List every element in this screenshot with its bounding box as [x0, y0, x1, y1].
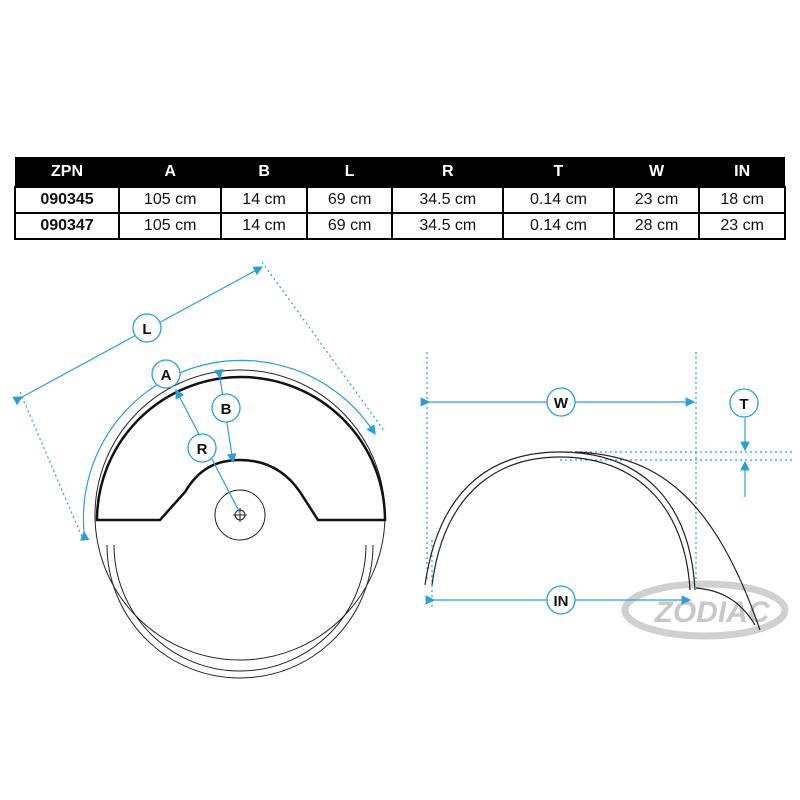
col-b: B	[221, 157, 307, 187]
label-r: R	[187, 433, 217, 463]
label-b: B	[211, 393, 241, 423]
cell: 69 cm	[305, 186, 394, 214]
cell: 18 cm	[698, 186, 786, 214]
cell: 34.5 cm	[391, 212, 505, 240]
svg-text:A: A	[161, 367, 172, 384]
dimension-labels: L A B R W T IN	[132, 313, 759, 615]
svg-text:L: L	[142, 321, 151, 338]
cell: 0.14 cm	[502, 186, 615, 214]
label-w: W	[546, 387, 576, 417]
label-in: IN	[546, 585, 576, 615]
cell: 105 cm	[118, 212, 223, 240]
cell: 14 cm	[220, 212, 308, 240]
label-a: A	[151, 359, 181, 389]
col-zpn: ZPN	[15, 157, 120, 187]
cell: 34.5 cm	[391, 186, 505, 214]
svg-text:W: W	[554, 395, 569, 412]
fender-profile	[424, 451, 761, 631]
col-in: IN	[699, 157, 785, 187]
col-w: W	[613, 157, 700, 187]
svg-text:B: B	[221, 401, 232, 418]
col-l: L	[306, 157, 393, 187]
cell: 090347	[13, 212, 121, 240]
cell: 0.14 cm	[502, 212, 615, 240]
cell: 23 cm	[698, 212, 786, 240]
col-r: R	[392, 157, 504, 187]
cell: 69 cm	[305, 212, 394, 240]
label-l: L	[132, 313, 162, 343]
fender-outline	[95, 375, 387, 522]
cell: 090345	[13, 186, 121, 214]
svg-text:R: R	[197, 441, 208, 458]
cell: 14 cm	[220, 186, 308, 214]
table-row: 090345 105 cm 14 cm 69 cm 34.5 cm 0.14 c…	[13, 186, 786, 214]
svg-text:T: T	[739, 396, 748, 413]
spec-table: ZPN A B L R T W IN 090345 105 cm 14 cm 6…	[13, 157, 786, 240]
table-row: 090347 105 cm 14 cm 69 cm 34.5 cm 0.14 c…	[13, 212, 786, 240]
cell: 105 cm	[118, 186, 223, 214]
cell: 28 cm	[612, 212, 701, 240]
cell: 23 cm	[612, 186, 701, 214]
col-a: A	[119, 157, 222, 187]
label-t: T	[729, 388, 759, 418]
svg-text:IN: IN	[554, 593, 569, 610]
zodiac-logo: ZODIAC	[621, 580, 789, 640]
col-t: T	[503, 157, 614, 187]
